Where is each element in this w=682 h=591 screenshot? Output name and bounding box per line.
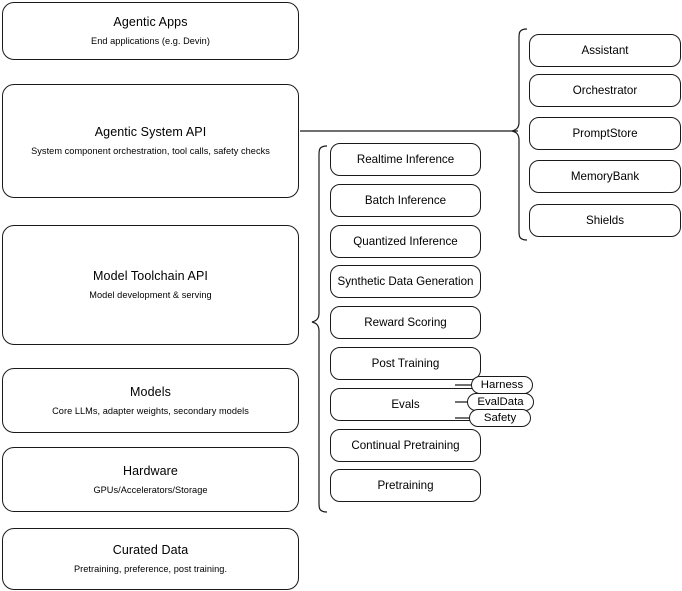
layer-subtitle: GPUs/Accelerators/Storage — [93, 484, 208, 495]
right-brace-system-components — [511, 28, 528, 241]
layer-subtitle: Model development & serving — [89, 290, 212, 301]
toolchain-item-label: Evals — [391, 398, 420, 411]
left-brace-toolchain-capabilities — [311, 145, 328, 513]
system-component-label: Shields — [585, 214, 625, 227]
layer-subtitle: Pretraining, preference, post training. — [73, 564, 228, 575]
layer-title: Models — [130, 384, 171, 399]
system-component-label: PromptStore — [572, 127, 638, 140]
system-component-memorybank[interactable]: MemoryBank — [529, 160, 681, 193]
toolchain-item-quantized-inference[interactable]: Quantized Inference — [330, 225, 481, 258]
layer-box-curated-data[interactable]: Curated Data Pretraining, preference, po… — [2, 528, 299, 590]
toolchain-item-label: Realtime Inference — [356, 153, 455, 166]
toolchain-item-evals[interactable]: Evals — [330, 388, 481, 421]
toolchain-item-pretraining[interactable]: Pretraining — [330, 469, 481, 502]
layer-box-agentic-apps[interactable]: Agentic Apps End applications (e.g. Devi… — [2, 2, 299, 60]
toolchain-item-label: Continual Pretraining — [351, 439, 460, 452]
layer-subtitle: End applications (e.g. Devin) — [91, 36, 210, 47]
layer-title: Agentic System API — [94, 125, 207, 140]
evals-pill-safety[interactable]: Safety — [469, 409, 531, 427]
layer-subtitle: System component orchestration, tool cal… — [31, 146, 270, 157]
evals-pill-label: Harness — [480, 379, 524, 391]
toolchain-item-reward-scoring[interactable]: Reward Scoring — [330, 306, 481, 339]
system-component-label: MemoryBank — [570, 170, 640, 183]
layer-box-model-toolchain-api[interactable]: Model Toolchain API Model development & … — [2, 225, 299, 345]
layer-box-hardware[interactable]: Hardware GPUs/Accelerators/Storage — [2, 447, 299, 512]
layer-box-agentic-system-api[interactable]: Agentic System API System component orch… — [2, 84, 299, 198]
toolchain-item-post-training[interactable]: Post Training — [330, 347, 481, 380]
layer-title: Curated Data — [112, 543, 189, 558]
toolchain-item-label: Synthetic Data Generation — [337, 275, 474, 288]
system-component-promptstore[interactable]: PromptStore — [529, 117, 681, 150]
toolchain-item-label: Quantized Inference — [353, 235, 458, 248]
layer-title: Hardware — [123, 463, 178, 478]
system-component-label: Orchestrator — [572, 84, 638, 97]
system-component-shields[interactable]: Shields — [529, 204, 681, 237]
toolchain-item-realtime-inference[interactable]: Realtime Inference — [330, 143, 481, 176]
toolchain-item-label: Pretraining — [377, 479, 434, 492]
toolchain-item-label: Post Training — [371, 357, 440, 370]
toolchain-item-label: Batch Inference — [364, 194, 447, 207]
layer-subtitle: Core LLMs, adapter weights, secondary mo… — [52, 405, 249, 416]
toolchain-item-continual-pretraining[interactable]: Continual Pretraining — [330, 429, 481, 462]
layer-title: Model Toolchain API — [93, 269, 208, 284]
toolchain-item-batch-inference[interactable]: Batch Inference — [330, 184, 481, 217]
layer-box-models[interactable]: Models Core LLMs, adapter weights, secon… — [2, 368, 299, 433]
system-component-assistant[interactable]: Assistant — [529, 34, 681, 67]
layer-title: Agentic Apps — [113, 15, 188, 30]
toolchain-item-label: Reward Scoring — [364, 316, 447, 329]
toolchain-item-synthetic-data-generation[interactable]: Synthetic Data Generation — [330, 265, 481, 298]
evals-pill-label: EvalData — [477, 396, 524, 408]
system-component-orchestrator[interactable]: Orchestrator — [529, 74, 681, 107]
system-component-label: Assistant — [581, 44, 629, 57]
evals-pill-harness[interactable]: Harness — [471, 376, 533, 394]
evals-pill-label: Safety — [483, 412, 517, 424]
